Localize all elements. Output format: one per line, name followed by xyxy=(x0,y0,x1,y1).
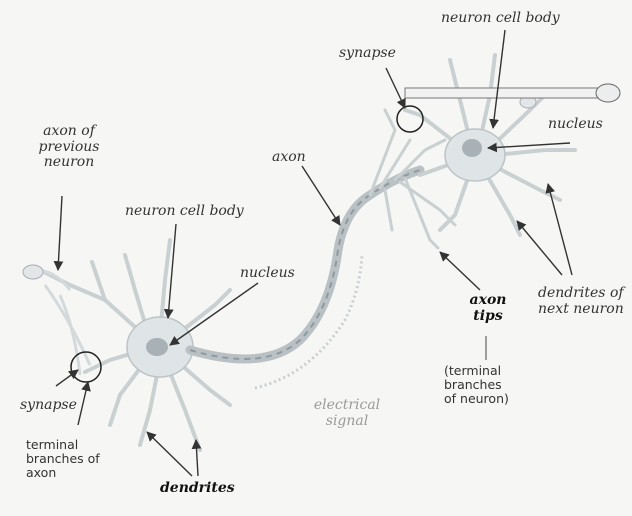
label-axon-of-previous-neuron: axon of previous neuron xyxy=(34,124,104,171)
label-neuron-cell-body-right: neuron cell body xyxy=(441,11,560,27)
previous-axon-end xyxy=(23,265,43,279)
label-dendrites: dendrites xyxy=(160,481,235,497)
label-neuron-cell-body-left: neuron cell body xyxy=(125,204,244,220)
label-dendrites-of-next-neuron: dendrites of next neuron xyxy=(538,286,624,317)
label-synapse-left: synapse xyxy=(20,398,77,414)
right-nucleus xyxy=(462,139,482,157)
label-nucleus-right: nucleus xyxy=(548,117,603,133)
label-nucleus-left: nucleus xyxy=(240,266,295,282)
left-axon-of-previous xyxy=(35,270,90,375)
label-axon-tips: axon tips xyxy=(468,293,508,324)
label-synapse-top: synapse xyxy=(339,46,396,62)
label-terminal-branches-of-neuron: (terminal branches of neuron) xyxy=(444,364,509,406)
electrode xyxy=(405,84,620,102)
label-axon: axon xyxy=(272,150,306,166)
label-terminal-branches-of-axon: terminal branches of axon xyxy=(26,438,100,480)
left-nucleus xyxy=(146,338,168,356)
label-electrical-signal: electrical signal xyxy=(302,398,392,429)
